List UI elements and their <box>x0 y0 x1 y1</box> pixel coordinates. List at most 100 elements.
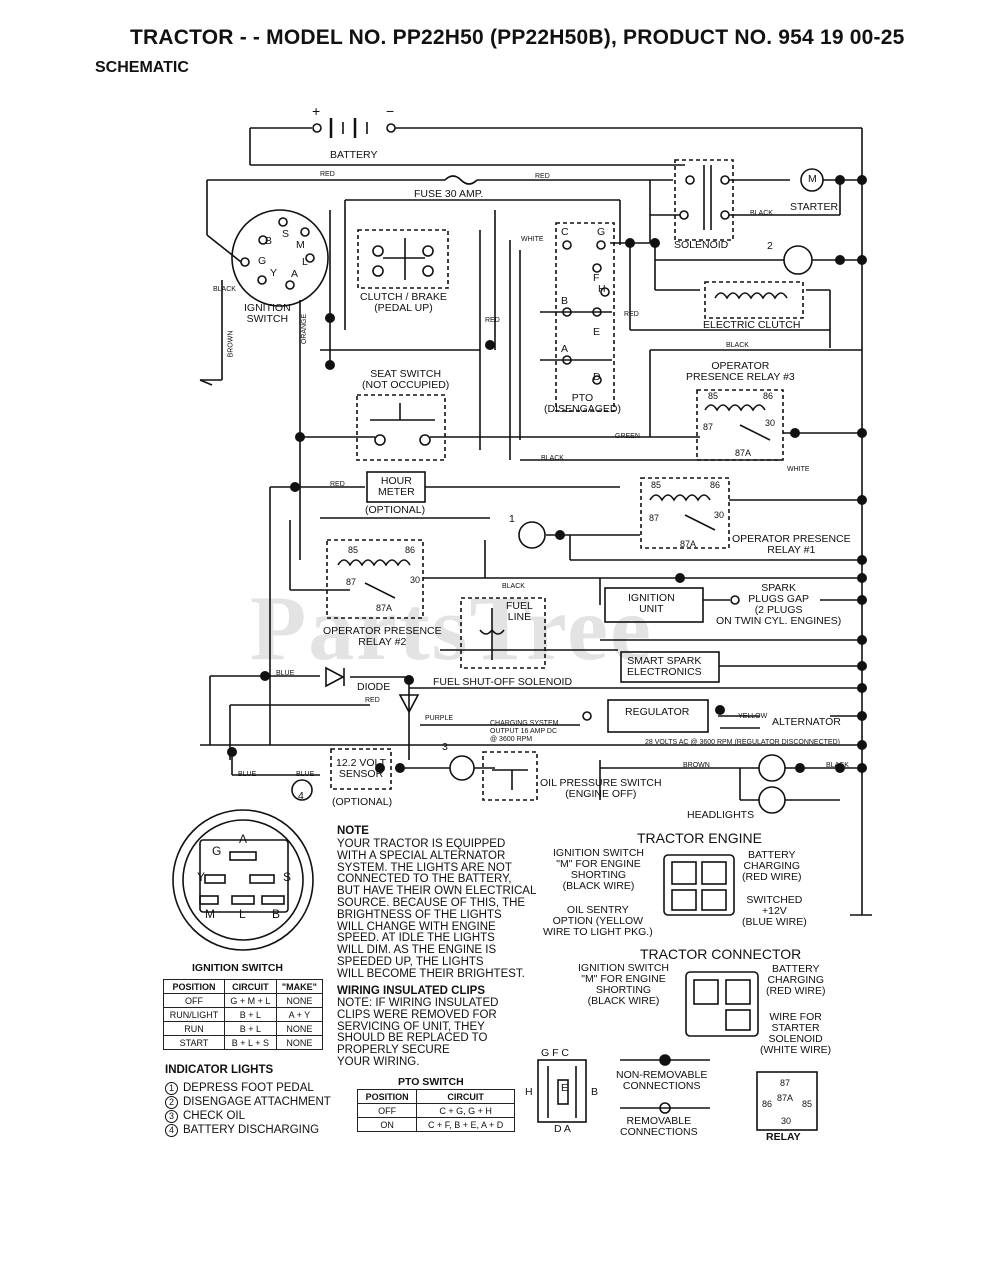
face-m: M <box>205 907 215 921</box>
r1-85: 85 <box>651 480 662 490</box>
ign-col-circuit: CIRCUIT <box>224 979 277 994</box>
cell: NONE <box>275 1021 324 1036</box>
pto-c: C <box>561 226 569 238</box>
clutch-brake-label: CLUTCH / BRAKE (PEDAL UP) <box>360 291 447 314</box>
legend-removable: REMOVABLE CONNECTIONS <box>620 1115 698 1138</box>
wire-black-4: BLACK <box>541 455 564 462</box>
battery-plus: + <box>312 103 321 119</box>
indicator-lights-title: INDICATOR LIGHTS <box>165 1064 274 1076</box>
wire-red-6: RED <box>365 697 380 704</box>
alternator-label: ALTERNATOR <box>772 716 841 728</box>
wire-red-2: RED <box>535 173 550 180</box>
wire-black-2: BLACK <box>213 286 236 293</box>
seat-switch-label: SEAT SWITCH (NOT OCCUPIED) <box>362 368 450 391</box>
battery-minus: − <box>386 103 395 119</box>
wire-black-1: BLACK <box>750 210 773 217</box>
pto-col-position: POSITION <box>356 1089 418 1104</box>
wire-red-5: RED <box>330 481 345 488</box>
r1-87: 87 <box>649 513 660 523</box>
tractor-engine-title: TRACTOR ENGINE <box>637 830 762 846</box>
indicator-item-4-text: BATTERY DISCHARGING <box>183 1124 320 1136</box>
indicator-item-1-text: DEPRESS FOOT PEDAL <box>183 1082 314 1094</box>
pto-diag-center: E <box>561 1082 569 1094</box>
pto-d: D <box>593 371 601 383</box>
table-row: RUN B + L NONE <box>162 1021 324 1036</box>
pto-a: A <box>561 343 569 355</box>
table-row: START B + L + S NONE <box>162 1035 324 1050</box>
r3-87a: 87A <box>735 448 752 458</box>
page-subtitle: SCHEMATIC <box>95 59 189 76</box>
cell: A + Y <box>275 1007 324 1022</box>
connector-right2: WIRE FOR STARTER SOLENOID (WHITE WIRE) <box>760 1011 832 1056</box>
opr3-label: OPERATOR PRESENCE RELAY #3 <box>686 360 795 383</box>
indicator-item-1-num: 1 <box>165 1082 178 1095</box>
headlights-label: HEADLIGHTS <box>687 809 755 821</box>
clips-text: NOTE: IF WIRING INSULATED CLIPS WERE REM… <box>337 997 499 1068</box>
ign-term-l: L <box>302 256 308 268</box>
pto-switch-table: POSITION CIRCUIT OFF C + G, G + H ON C +… <box>356 1089 515 1132</box>
indicator-item-1: 1 DEPRESS FOOT PEDAL <box>165 1082 314 1095</box>
fuel-shutoff-label: FUEL SHUT-OFF SOLENOID <box>433 676 573 688</box>
cell: RUN/LIGHT <box>162 1007 226 1022</box>
indicator-1-num: 1 <box>509 513 515 525</box>
cell: B + L <box>224 1021 277 1036</box>
pto-col-circuit: CIRCUIT <box>416 1089 515 1104</box>
face-y: Y <box>197 870 206 884</box>
engine-left2: OIL SENTRY OPTION (YELLOW WIRE TO LIGHT … <box>543 904 653 938</box>
pto-diag-left: H <box>525 1086 533 1098</box>
opr2-label: OPERATOR PRESENCE RELAY #2 <box>323 625 442 648</box>
engine-right1: BATTERY CHARGING (RED WIRE) <box>742 849 802 883</box>
volt-sensor-optional: (OPTIONAL) <box>332 796 393 808</box>
ign-term-b: B <box>265 235 273 247</box>
relay-legend-30: 30 <box>781 1116 792 1126</box>
electric-clutch-label: ELECTRIC CLUTCH <box>703 319 801 331</box>
relay-legend-85: 85 <box>802 1099 813 1109</box>
indicator-item-3-num: 3 <box>165 1110 178 1123</box>
r3-30: 30 <box>765 418 776 428</box>
ign-col-make: "MAKE" <box>275 979 324 994</box>
indicator-2-num: 2 <box>767 240 773 252</box>
wire-white-1: WHITE <box>521 236 544 243</box>
wire-white-2: WHITE <box>787 466 810 473</box>
indicator-item-2-num: 2 <box>165 1096 178 1109</box>
volts-ac-label: 28 VOLTS AC @ 3600 RPM (REGULATOR DISCON… <box>645 739 840 746</box>
face-a: A <box>239 832 248 846</box>
r3-87: 87 <box>703 422 714 432</box>
wire-blue-3: BLUE <box>296 771 315 778</box>
r2-86: 86 <box>405 545 416 555</box>
pto-label: PTO (DISENGAGED) <box>544 392 622 415</box>
table-row: OFF G + M + L NONE <box>162 993 324 1008</box>
r3-85: 85 <box>708 391 719 401</box>
indicator-item-4-num: 4 <box>165 1124 178 1137</box>
hour-meter-label: HOUR METER <box>378 475 415 498</box>
r1-30: 30 <box>714 510 725 520</box>
charging-output-label: CHARGING SYSTEM OUTPUT 16 AMP DC @ 3600 … <box>490 720 559 743</box>
face-b: B <box>272 907 281 921</box>
wire-yellow-1: YELLOW <box>738 713 768 720</box>
cell: G + M + L <box>224 993 277 1008</box>
table-row: OFF C + G, G + H <box>356 1103 515 1118</box>
r2-30: 30 <box>410 575 421 585</box>
page-title: TRACTOR - - MODEL NO. PP22H50 (PP22H50B)… <box>130 26 905 49</box>
starter-label: STARTER <box>790 201 839 213</box>
indicator-item-4: 4 BATTERY DISCHARGING <box>165 1124 319 1137</box>
cell: B + L <box>224 1007 277 1022</box>
wire-blue-2: BLUE <box>238 771 257 778</box>
pto-g: G <box>597 226 606 238</box>
fuel-line-label: FUEL LINE <box>506 600 533 623</box>
wire-brown-1: BROWN <box>683 762 710 769</box>
pto-diag-bottom: D A <box>554 1123 571 1135</box>
relay-legend-87a: 87A <box>777 1093 794 1103</box>
ign-table-title: IGNITION SWITCH <box>192 962 283 974</box>
pto-table-title: PTO SWITCH <box>398 1076 464 1088</box>
r2-87: 87 <box>346 577 357 587</box>
ignition-switch-label: IGNITION SWITCH <box>244 302 291 325</box>
pto-f: F <box>593 272 600 284</box>
spark-plugs-label: SPARK PLUGS GAP (2 PLUGS ON TWIN CYL. EN… <box>716 582 842 627</box>
wire-purple-1: PURPLE <box>425 715 454 722</box>
cell: NONE <box>275 993 324 1008</box>
fuse-label: FUSE 30 AMP. <box>414 188 484 200</box>
r2-85: 85 <box>348 545 359 555</box>
tractor-connector-title: TRACTOR CONNECTOR <box>640 946 802 962</box>
